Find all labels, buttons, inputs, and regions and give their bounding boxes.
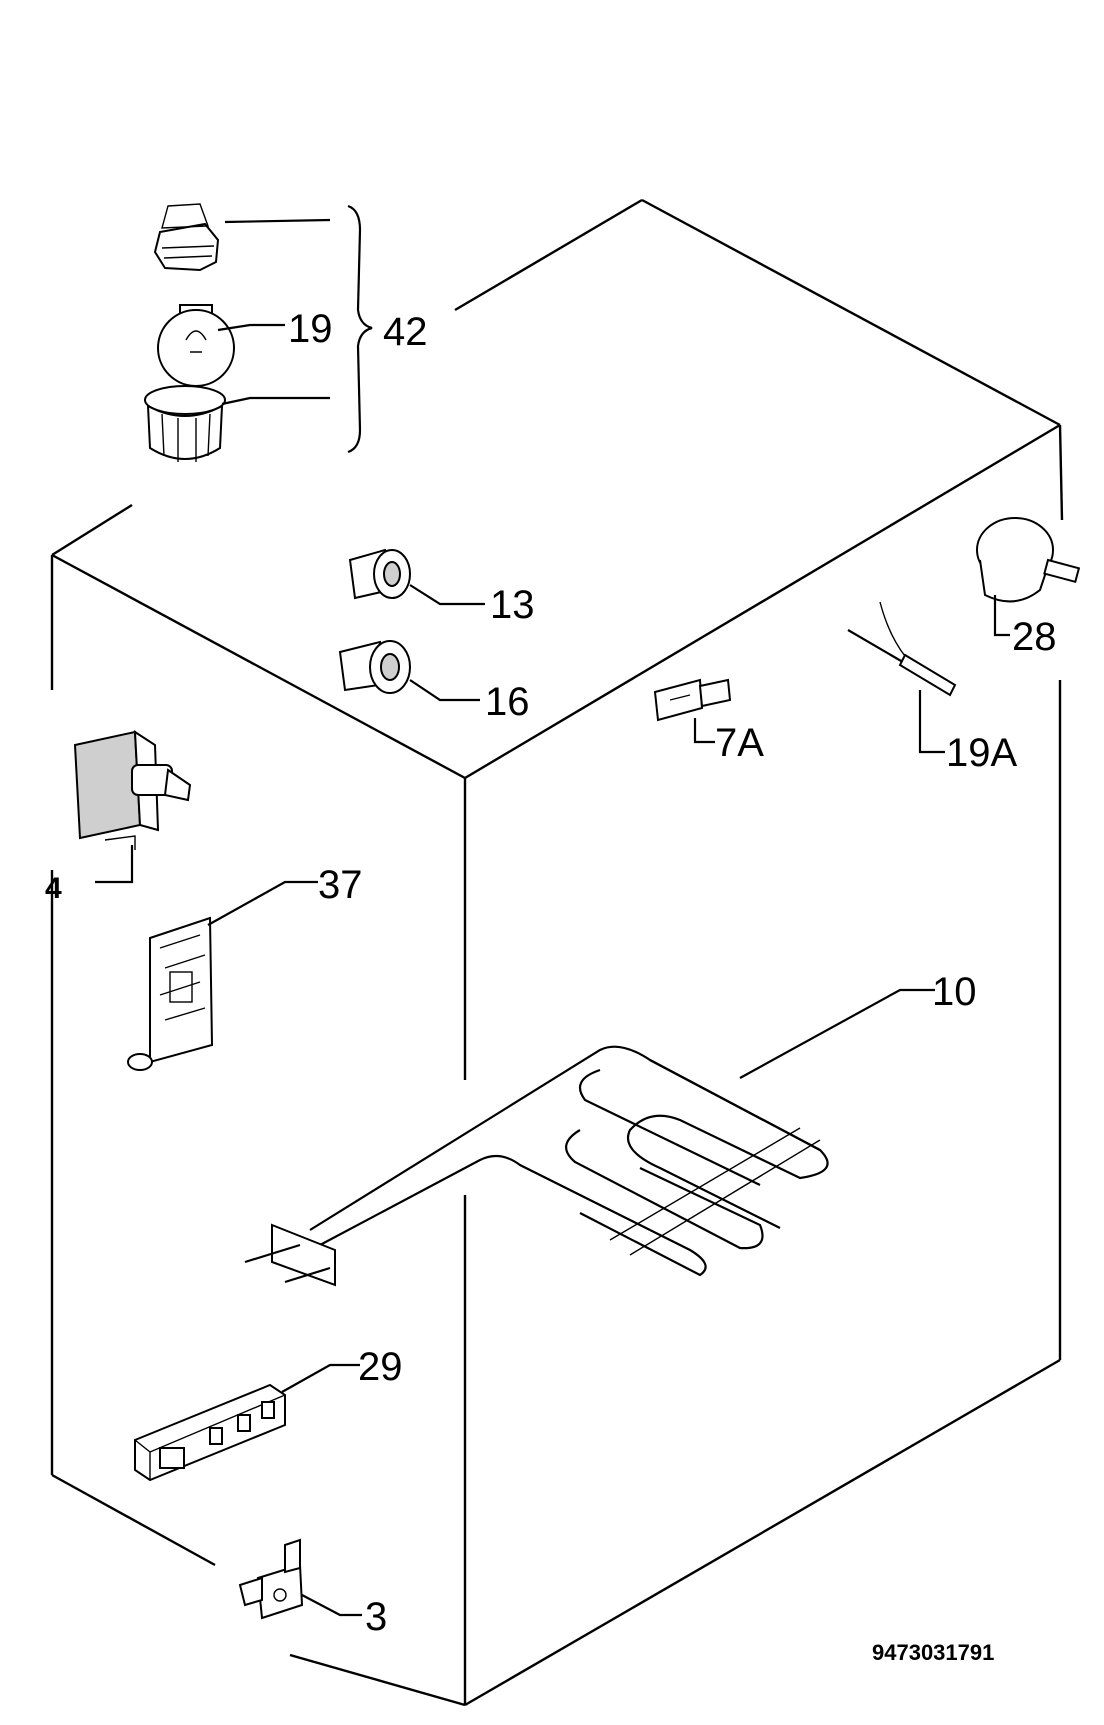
label-10: 10 [932,970,977,1014]
label-28: 28 [1012,615,1057,659]
label-16: 16 [485,680,530,724]
leader-10 [739,988,935,1079]
bracket-37-icon [127,916,214,1071]
leader-29 [281,1363,360,1393]
label-13: 13 [490,583,535,627]
leader-7a [693,718,715,744]
lamp-bulb-icon [157,304,235,387]
leader-19 [217,323,285,332]
label-37: 37 [318,863,363,907]
label-19a: 19A [946,731,1017,775]
leader-3 [301,1594,362,1617]
leader-lamp-holder [224,218,331,224]
label-4: 4 [45,872,62,905]
label-42: 42 [383,310,428,354]
leader-19a [918,690,945,754]
bracket-42 [347,204,373,454]
label-7a: 7A [715,721,764,765]
lamp-cover-icon [144,385,226,462]
leader-13 [409,584,485,606]
pilot-lamp-16-icon [338,640,411,694]
leader-37 [207,880,318,926]
safety-thermostat-3-icon [238,1538,304,1620]
regulator-4-icon [73,730,192,850]
heating-element-10-icon [244,1045,829,1287]
leader-lamp-cover [221,396,330,406]
lamp-holder-icon [153,203,220,272]
leader-4 [95,845,134,884]
leader-16 [409,679,480,702]
label-19: 19 [288,307,333,351]
leader-28 [993,595,1010,637]
terminal-block-29-icon [134,1383,286,1482]
door-switch-7a-icon [653,678,732,722]
knob-28-icon [976,517,1081,603]
cabinet-outline [50,198,1064,1707]
diagram-code: 9473031791 [872,1640,994,1665]
temperature-sensor-19a-icon [847,601,957,697]
label-29: 29 [358,1345,403,1389]
pilot-lamp-13-icon [348,548,411,600]
label-3: 3 [365,1595,387,1639]
